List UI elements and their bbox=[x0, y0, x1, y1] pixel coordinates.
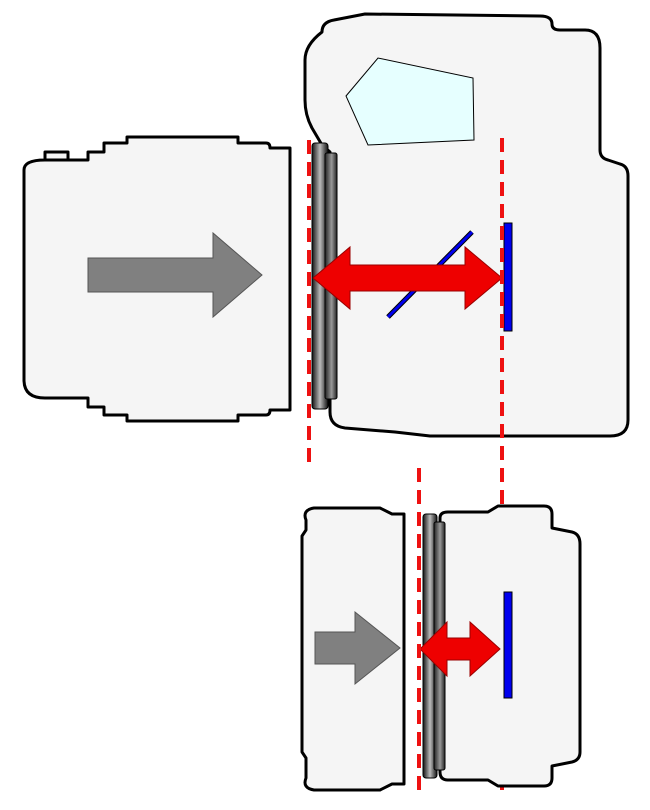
flange-distance-arrow-mirrorless bbox=[419, 620, 501, 678]
mirrorless-image-sensor bbox=[503, 591, 513, 699]
dslr-image-sensor bbox=[503, 222, 513, 332]
dslr-assembly bbox=[22, 12, 630, 438]
pentaprism-window bbox=[345, 57, 475, 146]
mirrorless-assembly bbox=[300, 504, 582, 792]
light-direction-arrow-mirrorless bbox=[314, 610, 401, 686]
light-direction-arrow-dslr bbox=[87, 231, 263, 319]
